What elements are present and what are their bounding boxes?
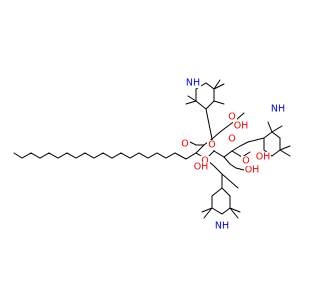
label-bg bbox=[193, 162, 209, 172]
label-bg bbox=[200, 156, 210, 166]
core-bonds-6 bbox=[187, 140, 205, 146]
oxygen-atom-label: O bbox=[228, 112, 235, 123]
oxygen-atom-label: O bbox=[208, 140, 215, 151]
hydroxyl-label: OH bbox=[194, 162, 209, 173]
amine-nh-label: NH bbox=[215, 221, 229, 232]
hydroxyl-label: OH bbox=[256, 152, 271, 163]
upper-methyl-4 bbox=[187, 95, 197, 102]
oxygen-atom-label: O bbox=[181, 139, 188, 150]
molecule-structure-canvas: O O OH O OH O O OH O OH NH NH NH bbox=[13, 77, 291, 232]
label-bg bbox=[227, 134, 237, 144]
right-methyl-1 bbox=[267, 121, 273, 133]
upper-methyl-3 bbox=[185, 100, 197, 105]
oxygen-atom-label: O bbox=[201, 156, 208, 167]
label-bg bbox=[227, 112, 237, 122]
label-bg bbox=[185, 78, 201, 88]
right-methyl-2 bbox=[271, 125, 283, 133]
lower-methyl-4 bbox=[203, 207, 213, 219]
amine-nh-label: NH bbox=[271, 104, 285, 115]
skeletal-formula: O O OH O OH O O OH O OH NH NH NH bbox=[13, 78, 291, 232]
core-bonds-5 bbox=[231, 137, 265, 152]
label-bg bbox=[241, 156, 251, 166]
amine-nh-label: NH bbox=[186, 78, 200, 89]
label-bg bbox=[244, 165, 260, 175]
label-bg bbox=[207, 140, 217, 150]
label-bg bbox=[233, 121, 249, 131]
right-methyl-4 bbox=[279, 145, 291, 151]
alkyl-chain-bonds bbox=[13, 150, 251, 160]
hydroxyl-label: OH bbox=[245, 165, 260, 176]
hydroxyl-label: OH bbox=[234, 121, 249, 132]
lower-methyl-2 bbox=[229, 207, 239, 219]
oxygen-atom-label: O bbox=[228, 134, 235, 145]
lower-methyl-1 bbox=[229, 207, 241, 213]
bond-layer bbox=[13, 79, 291, 219]
label-bg bbox=[180, 139, 190, 149]
oxygen-atom-label: O bbox=[242, 156, 249, 167]
upper-methyl-2 bbox=[213, 79, 221, 90]
upper-methyl-1 bbox=[213, 83, 225, 90]
upper-ring-methyls bbox=[213, 100, 225, 105]
atom-label-layer: O O OH O OH O O OH O OH NH NH NH bbox=[180, 78, 286, 232]
piperidine-ring-lower bbox=[211, 187, 231, 215]
lower-methyl-3 bbox=[201, 207, 213, 213]
label-bg bbox=[214, 221, 230, 231]
label-bg bbox=[270, 104, 286, 114]
label-bg bbox=[255, 152, 271, 162]
right-methyl-3 bbox=[279, 149, 291, 157]
